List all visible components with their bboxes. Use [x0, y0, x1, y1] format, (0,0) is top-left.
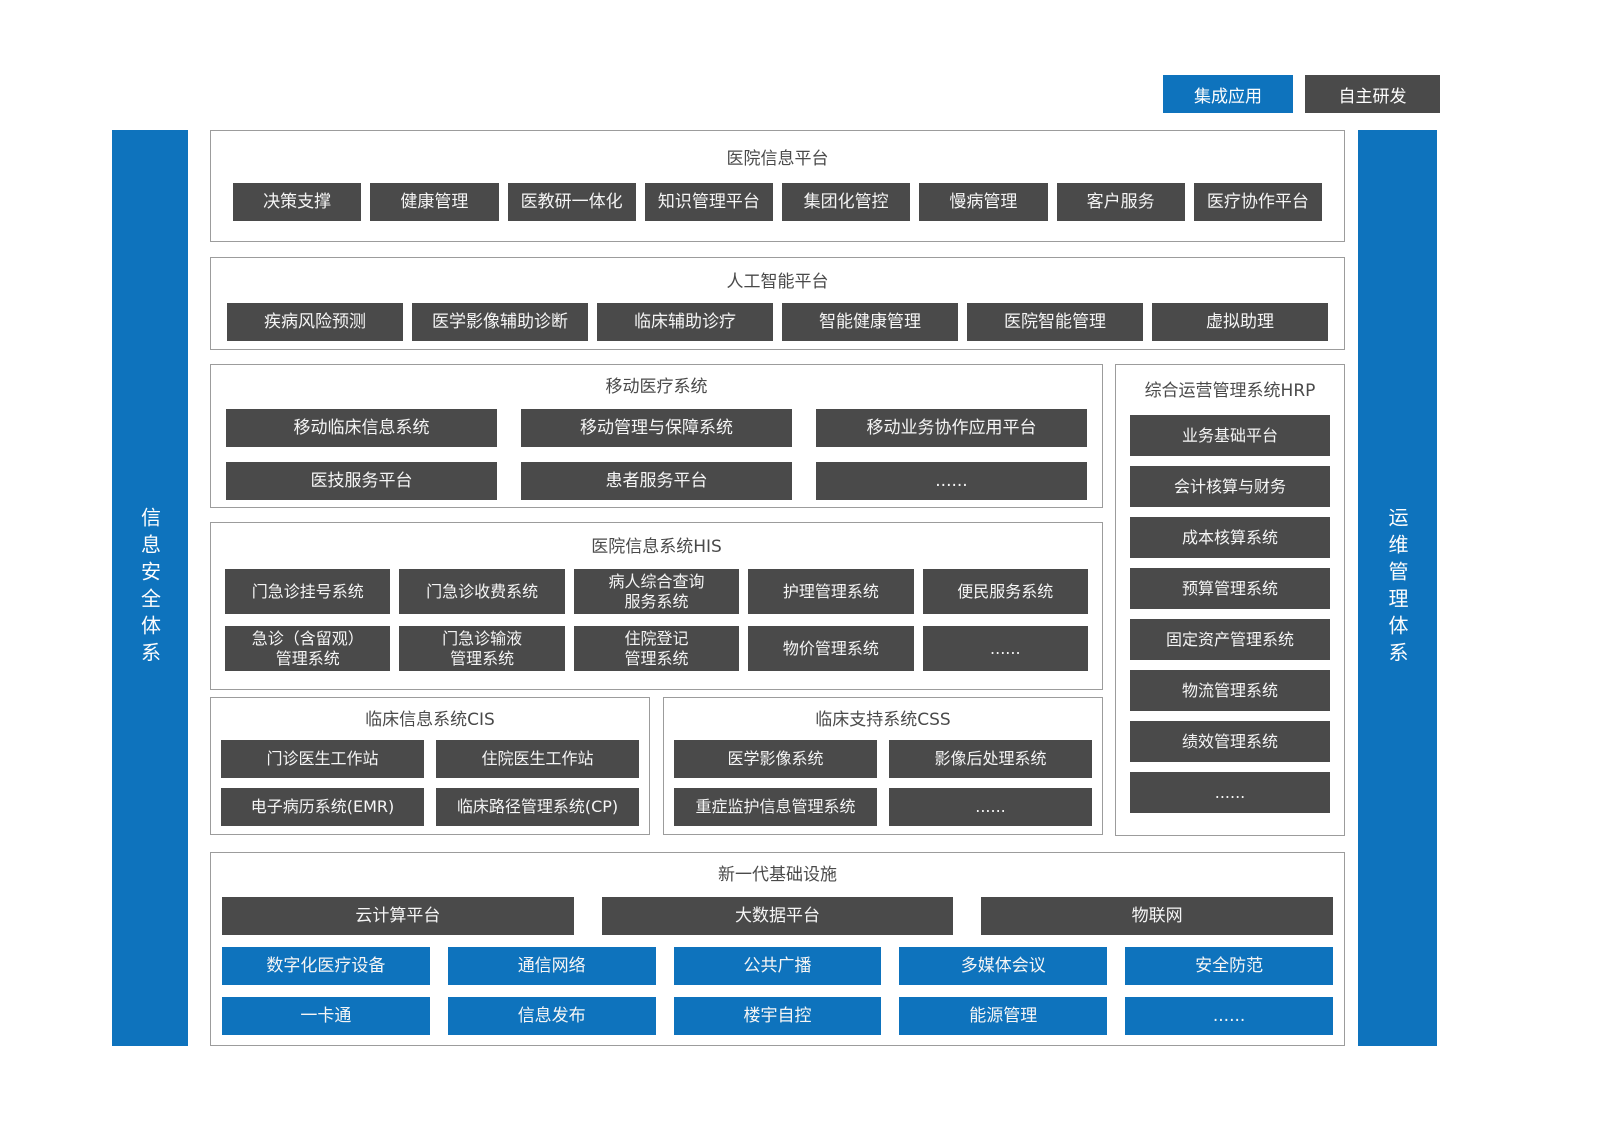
- section-title: 临床信息系统CIS: [365, 710, 495, 730]
- diagram-node: ......: [816, 462, 1087, 500]
- diagram-node: 一卡通: [222, 997, 430, 1035]
- diagram-node: 护理管理系统: [748, 569, 914, 614]
- diagram-node: 医疗协作平台: [1193, 183, 1322, 221]
- diagram-node: 楼宇自控: [673, 997, 882, 1035]
- diagram-node: 移动管理与保障系统: [521, 409, 792, 447]
- diagram-node: 急诊（含留观） 管理系统: [225, 626, 391, 671]
- section-hrp: 综合运营管理系统HRP 业务基础平台 会计核算与财务 成本核算系统 预算管理系统…: [1115, 364, 1345, 836]
- diagram-node: 数字化医疗设备: [222, 947, 430, 985]
- ops-management-bar: 运维管理体系: [1358, 130, 1437, 1046]
- info-security-bar: 信息安全体系: [112, 130, 188, 1046]
- diagram-node: 知识管理平台: [644, 183, 773, 221]
- section-hospital-info-platform: 医院信息平台 决策支撑 健康管理 医教研一体化 知识管理平台 集团化管控 慢病管…: [210, 130, 1345, 242]
- diagram-node: 门急诊收费系统: [399, 569, 565, 614]
- diagram-node: 智能健康管理: [782, 303, 958, 341]
- diagram-node: 医学影像系统: [674, 740, 877, 778]
- diagram-node: 医技服务平台: [226, 462, 497, 500]
- diagram-node: 疾病风险预测: [227, 303, 403, 341]
- diagram-node: 门急诊输液 管理系统: [399, 626, 565, 671]
- diagram-node: 临床路径管理系统(CP): [436, 788, 639, 826]
- diagram-node: 公共广播: [673, 947, 882, 985]
- section-title: 医院信息平台: [726, 149, 829, 169]
- section-mobile-medical: 移动医疗系统 移动临床信息系统 移动管理与保障系统 移动业务协作应用平台 医技服…: [210, 364, 1103, 508]
- section-title: 综合运营管理系统HRP: [1144, 381, 1316, 401]
- diagram-node: 健康管理: [370, 183, 499, 221]
- diagram-node: 门急诊挂号系统: [225, 569, 391, 614]
- diagram-node: 住院医生工作站: [436, 740, 639, 778]
- diagram-node: ......: [1130, 772, 1330, 813]
- section-cis: 临床信息系统CIS 门诊医生工作站 住院医生工作站 电子病历系统(EMR) 临床…: [210, 697, 650, 835]
- diagram-node: 物联网: [981, 897, 1334, 935]
- section-title: 新一代基础设施: [718, 865, 837, 885]
- diagram-node: 电子病历系统(EMR): [221, 788, 424, 826]
- diagram-node: 能源管理: [899, 997, 1108, 1035]
- diagram-node: 固定资产管理系统: [1130, 619, 1330, 660]
- section-title: 移动医疗系统: [605, 377, 708, 397]
- diagram-node: 病人综合查询 服务系统: [573, 569, 740, 614]
- diagram-node: 影像后处理系统: [889, 740, 1092, 778]
- legend-self-developed-chip: 自主研发: [1305, 75, 1440, 113]
- diagram-node: 安全防范: [1125, 947, 1333, 985]
- diagram-node: 物流管理系统: [1130, 670, 1330, 711]
- section-css: 临床支持系统CSS 医学影像系统 影像后处理系统 重症监护信息管理系统 ....…: [663, 697, 1103, 835]
- diagram-node: 业务基础平台: [1130, 415, 1330, 456]
- diagram-node: 住院登记 管理系统: [573, 626, 740, 671]
- diagram-node: 预算管理系统: [1130, 568, 1330, 609]
- legend-integrated-chip: 集成应用: [1163, 75, 1293, 113]
- diagram-node: 大数据平台: [601, 897, 954, 935]
- diagram-node: ......: [922, 626, 1088, 671]
- diagram-node: 通信网络: [447, 947, 656, 985]
- section-ai-platform: 人工智能平台 疾病风险预测 医学影像辅助诊断 临床辅助诊疗 智能健康管理 医院智…: [210, 257, 1345, 350]
- diagram-node: 集团化管控: [782, 183, 911, 221]
- diagram-node: 信息发布: [447, 997, 656, 1035]
- diagram-node: 门诊医生工作站: [221, 740, 424, 778]
- diagram-node: 慢病管理: [919, 183, 1048, 221]
- diagram-node: 移动业务协作应用平台: [816, 409, 1087, 447]
- diagram-node: 医学影像辅助诊断: [412, 303, 588, 341]
- diagram-node: 患者服务平台: [521, 462, 792, 500]
- diagram-node: 物价管理系统: [748, 626, 914, 671]
- diagram-node: 会计核算与财务: [1130, 466, 1330, 507]
- diagram-node: 客户服务: [1056, 183, 1185, 221]
- diagram-node: ......: [1125, 997, 1333, 1035]
- diagram-node: 成本核算系统: [1130, 517, 1330, 558]
- section-title: 医院信息系统HIS: [591, 537, 722, 557]
- diagram-node: 移动临床信息系统: [226, 409, 497, 447]
- section-title: 人工智能平台: [726, 272, 829, 292]
- section-his: 医院信息系统HIS 门急诊挂号系统 门急诊收费系统 病人综合查询 服务系统 护理…: [210, 522, 1103, 690]
- legend: 集成应用 自主研发: [1163, 75, 1440, 113]
- diagram-node: 医教研一体化: [507, 183, 636, 221]
- diagram-node: 重症监护信息管理系统: [674, 788, 877, 826]
- diagram-node: 医院智能管理: [967, 303, 1143, 341]
- section-title: 临床支持系统CSS: [815, 710, 951, 730]
- ops-management-bar-label: 运维管理体系: [1385, 507, 1409, 669]
- diagram-node: 便民服务系统: [922, 569, 1088, 614]
- diagram-node: 多媒体会议: [899, 947, 1108, 985]
- diagram-node: 临床辅助诊疗: [597, 303, 773, 341]
- diagram-node: ......: [889, 788, 1092, 826]
- diagram-node: 虚拟助理: [1152, 303, 1328, 341]
- diagram-node: 决策支撑: [233, 183, 362, 221]
- info-security-bar-label: 信息安全体系: [137, 507, 162, 669]
- diagram-node: 绩效管理系统: [1130, 721, 1330, 762]
- diagram-node: 云计算平台: [222, 897, 574, 935]
- section-infrastructure: 新一代基础设施 云计算平台 大数据平台 物联网 数字化医疗设备 通信网络 公共广…: [210, 852, 1345, 1046]
